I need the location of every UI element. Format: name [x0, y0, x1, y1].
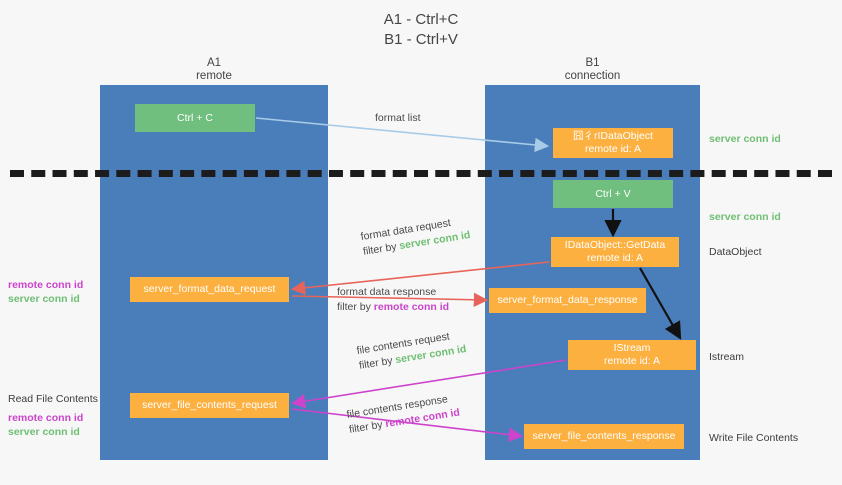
filter-prefix: filter by [337, 301, 374, 313]
node-istream-line2: remote id: A [603, 355, 661, 367]
node-istream-line1: IStream [613, 342, 651, 354]
node-server-format-data-response[interactable]: server_format_data_response [489, 288, 646, 313]
edge-label-format-data-response-line2: filter by remote conn id [337, 300, 449, 315]
annotation-write-file-contents: Write File Contents [709, 432, 799, 444]
node-ctrl-v-label: Ctrl + V [595, 187, 631, 200]
node-server-file-contents-request-label: server_file_contents_request [142, 399, 277, 411]
node-getdata-line2: remote id: A [586, 252, 644, 264]
annotation-left-conn-pair-bottom: remote conn id server conn id [8, 411, 83, 439]
node-server-file-contents-response[interactable]: server_file_contents_response [524, 424, 684, 449]
edge-label-format-list: format list [375, 111, 421, 126]
node-ctrl-v[interactable]: Ctrl + V [553, 180, 673, 208]
node-data-object-line2: remote id: A [584, 143, 642, 155]
annotation-read-file-contents: Read File Contents [8, 393, 98, 405]
annotation-server-conn-id: server conn id [8, 426, 80, 438]
edge-label-file-contents-response: file contents response filter by remote … [346, 391, 461, 438]
lane-header-b1: B1 connection [564, 57, 621, 82]
phase-divider [10, 170, 832, 177]
edge-label-format-data-response-line1: format data response [337, 286, 437, 298]
annotation-remote-conn-id: remote conn id [8, 412, 84, 424]
node-idataobject-getdata[interactable]: IDataObject::GetData remote id: A [551, 237, 679, 267]
node-ctrl-c[interactable]: Ctrl + C [135, 104, 255, 132]
node-istream[interactable]: IStream remote id: A [568, 340, 696, 370]
edge-label-format-list-line1: format list [375, 112, 421, 124]
node-server-format-data-request[interactable]: server_format_data_request [130, 277, 289, 302]
page-title: A1 - Ctrl+C B1 - Ctrl+V [383, 11, 459, 48]
annotation-left-conn-pair-top: remote conn id server conn id [8, 278, 83, 306]
node-ctrl-c-label: Ctrl + C [177, 111, 213, 124]
node-data-object[interactable]: 囧彳rIDataObject remote id: A [553, 128, 673, 158]
filter-highlight: remote conn id [373, 301, 450, 313]
node-server-file-contents-response-label: server_file_contents_response [532, 430, 676, 442]
annotation-server-conn-id: server conn id [8, 293, 80, 305]
node-data-object-line1: 囧彳rIDataObject [573, 130, 653, 142]
annotation-istream: Istream [709, 351, 745, 363]
edge-label-format-data-request: format data request filter by server con… [360, 213, 472, 260]
node-server-format-data-request-label: server_format_data_request [143, 283, 276, 295]
annotation-server-conn-id-second: server conn id [709, 211, 781, 223]
annotation-server-conn-id-top: server conn id [709, 133, 781, 145]
edge-label-file-contents-request: file contents request filter by server c… [356, 327, 468, 374]
edge-label-format-data-response: format data response filter by remote co… [337, 285, 449, 315]
node-getdata-line1: IDataObject::GetData [564, 239, 666, 251]
lane-header-a1: A1 remote [196, 57, 232, 82]
node-server-file-contents-request[interactable]: server_file_contents_request [130, 393, 289, 418]
annotation-dataobject: DataObject [709, 246, 762, 258]
annotation-remote-conn-id: remote conn id [8, 279, 84, 291]
node-server-format-data-response-label: server_format_data_response [497, 294, 638, 306]
